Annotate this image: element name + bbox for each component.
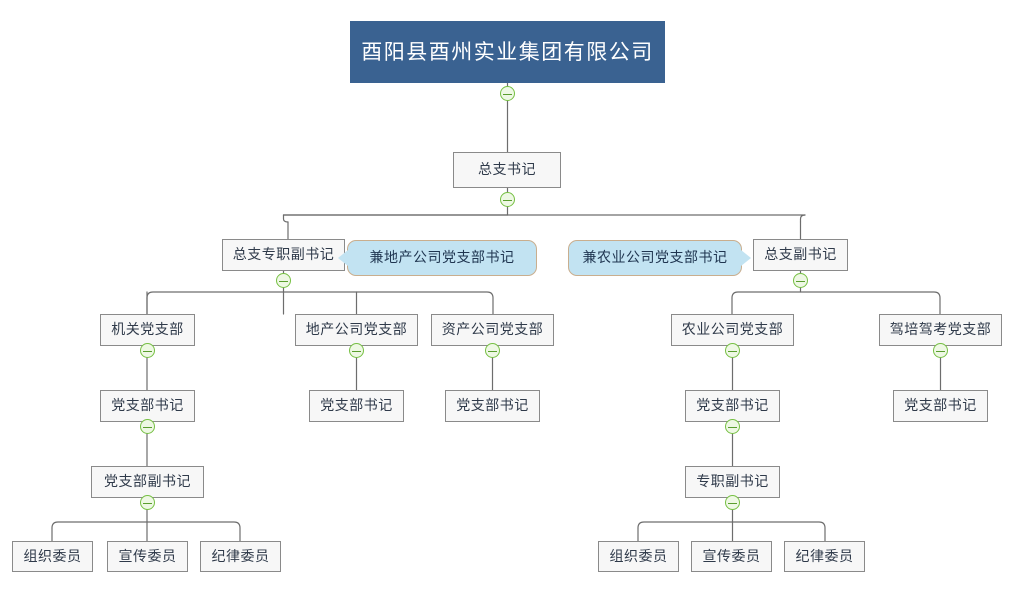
node-nongye-dangzhibu-label: 农业公司党支部 [681, 322, 784, 338]
toggle-jiguan-dangzhibu-icon[interactable] [140, 343, 155, 358]
toggle-zhuanzhi-fushuji-icon[interactable] [725, 495, 740, 510]
node-shuji-dichan[interactable]: 党支部书记 [309, 390, 404, 422]
callout-dichan-note: 兼地产公司党支部书记 [337, 240, 537, 276]
node-shuji-jiapei[interactable]: 党支部书记 [893, 390, 988, 422]
toggle-zongzhi-zhuanzhi-fushuji-icon[interactable] [276, 273, 291, 288]
node-zongzhi-shuji[interactable]: 总支书记 [453, 152, 561, 188]
node-dichan-dangzhibu-label: 地产公司党支部 [305, 322, 408, 338]
node-dichan-dangzhibu[interactable]: 地产公司党支部 [295, 314, 418, 346]
toggle-nongye-dangzhibu-icon[interactable] [725, 343, 740, 358]
node-right-jilv-weiyuan-label: 纪律委员 [795, 548, 854, 565]
node-zongzhi-fushuji[interactable]: 总支副书记 [753, 239, 848, 271]
node-left-xuanchuan-weiyuan-label: 宣传委员 [118, 548, 177, 565]
callout-pointer-icon [741, 250, 751, 266]
node-shuji-nongye[interactable]: 党支部书记 [685, 390, 780, 422]
callout-pointer-icon [338, 250, 348, 266]
node-root-label: 酉阳县酉州实业集团有限公司 [361, 39, 654, 64]
node-jiguan-dangzhibu-label: 机关党支部 [111, 322, 184, 338]
toggle-zongzhi-fushuji-icon[interactable] [793, 273, 808, 288]
node-shuji-zichan[interactable]: 党支部书记 [445, 390, 540, 422]
node-left-zuzhi-weiyuan[interactable]: 组织委员 [12, 541, 93, 572]
node-root[interactable]: 酉阳县酉州实业集团有限公司 [350, 21, 665, 83]
node-left-jilv-weiyuan-label: 纪律委员 [211, 548, 270, 565]
node-shuji-dichan-label: 党支部书记 [320, 398, 393, 414]
node-left-jilv-weiyuan[interactable]: 纪律委员 [200, 541, 281, 572]
node-shuji-nongye-label: 党支部书记 [696, 398, 769, 414]
toggle-zongzhi-shuji-icon[interactable] [500, 192, 515, 207]
toggle-shuji-jiguan-icon[interactable] [140, 419, 155, 434]
node-right-zuzhi-weiyuan-label: 组织委员 [609, 548, 668, 565]
node-jiapei-dangzhibu-label: 驾培驾考党支部 [889, 322, 992, 338]
toggle-dangzhibu-fushuji-icon[interactable] [140, 495, 155, 510]
node-right-xuanchuan-weiyuan-label: 宣传委员 [702, 548, 761, 565]
node-zichan-dangzhibu-label: 资产公司党支部 [441, 322, 544, 338]
node-zongzhi-fushuji-label: 总支副书记 [764, 247, 837, 263]
node-dangzhibu-fushuji[interactable]: 党支部副书记 [91, 466, 204, 498]
node-jiapei-dangzhibu[interactable]: 驾培驾考党支部 [879, 314, 1002, 346]
toggle-zichan-dangzhibu-icon[interactable] [485, 343, 500, 358]
node-shuji-jiguan-label: 党支部书记 [111, 398, 184, 414]
node-left-zuzhi-weiyuan-label: 组织委员 [23, 548, 82, 565]
node-zongzhi-shuji-label: 总支书记 [478, 162, 536, 178]
node-zichan-dangzhibu[interactable]: 资产公司党支部 [431, 314, 554, 346]
node-right-zuzhi-weiyuan[interactable]: 组织委员 [598, 541, 679, 572]
node-shuji-jiapei-label: 党支部书记 [904, 398, 977, 414]
callout-dichan-note-label: 兼地产公司党支部书记 [369, 250, 515, 266]
node-nongye-dangzhibu[interactable]: 农业公司党支部 [671, 314, 794, 346]
node-zongzhi-zhuanzhi-fushuji[interactable]: 总支专职副书记 [222, 239, 345, 271]
node-jiguan-dangzhibu[interactable]: 机关党支部 [100, 314, 195, 346]
node-right-jilv-weiyuan[interactable]: 纪律委员 [784, 541, 865, 572]
node-right-xuanchuan-weiyuan[interactable]: 宣传委员 [691, 541, 772, 572]
node-zongzhi-zhuanzhi-fushuji-label: 总支专职副书记 [232, 247, 335, 263]
callout-nongye-note: 兼农业公司党支部书记 [568, 240, 752, 276]
node-zhuanzhi-fushuji[interactable]: 专职副书记 [685, 466, 780, 498]
node-dangzhibu-fushuji-label: 党支部副书记 [104, 474, 191, 490]
node-shuji-jiguan[interactable]: 党支部书记 [100, 390, 195, 422]
callout-nongye-note-label: 兼农业公司党支部书记 [582, 250, 728, 266]
node-left-xuanchuan-weiyuan[interactable]: 宣传委员 [107, 541, 188, 572]
toggle-shuji-nongye-icon[interactable] [725, 419, 740, 434]
toggle-root-icon[interactable] [500, 86, 515, 101]
toggle-jiapei-dangzhibu-icon[interactable] [933, 343, 948, 358]
node-zhuanzhi-fushuji-label: 专职副书记 [696, 474, 769, 490]
toggle-dichan-dangzhibu-icon[interactable] [349, 343, 364, 358]
node-shuji-zichan-label: 党支部书记 [456, 398, 529, 414]
